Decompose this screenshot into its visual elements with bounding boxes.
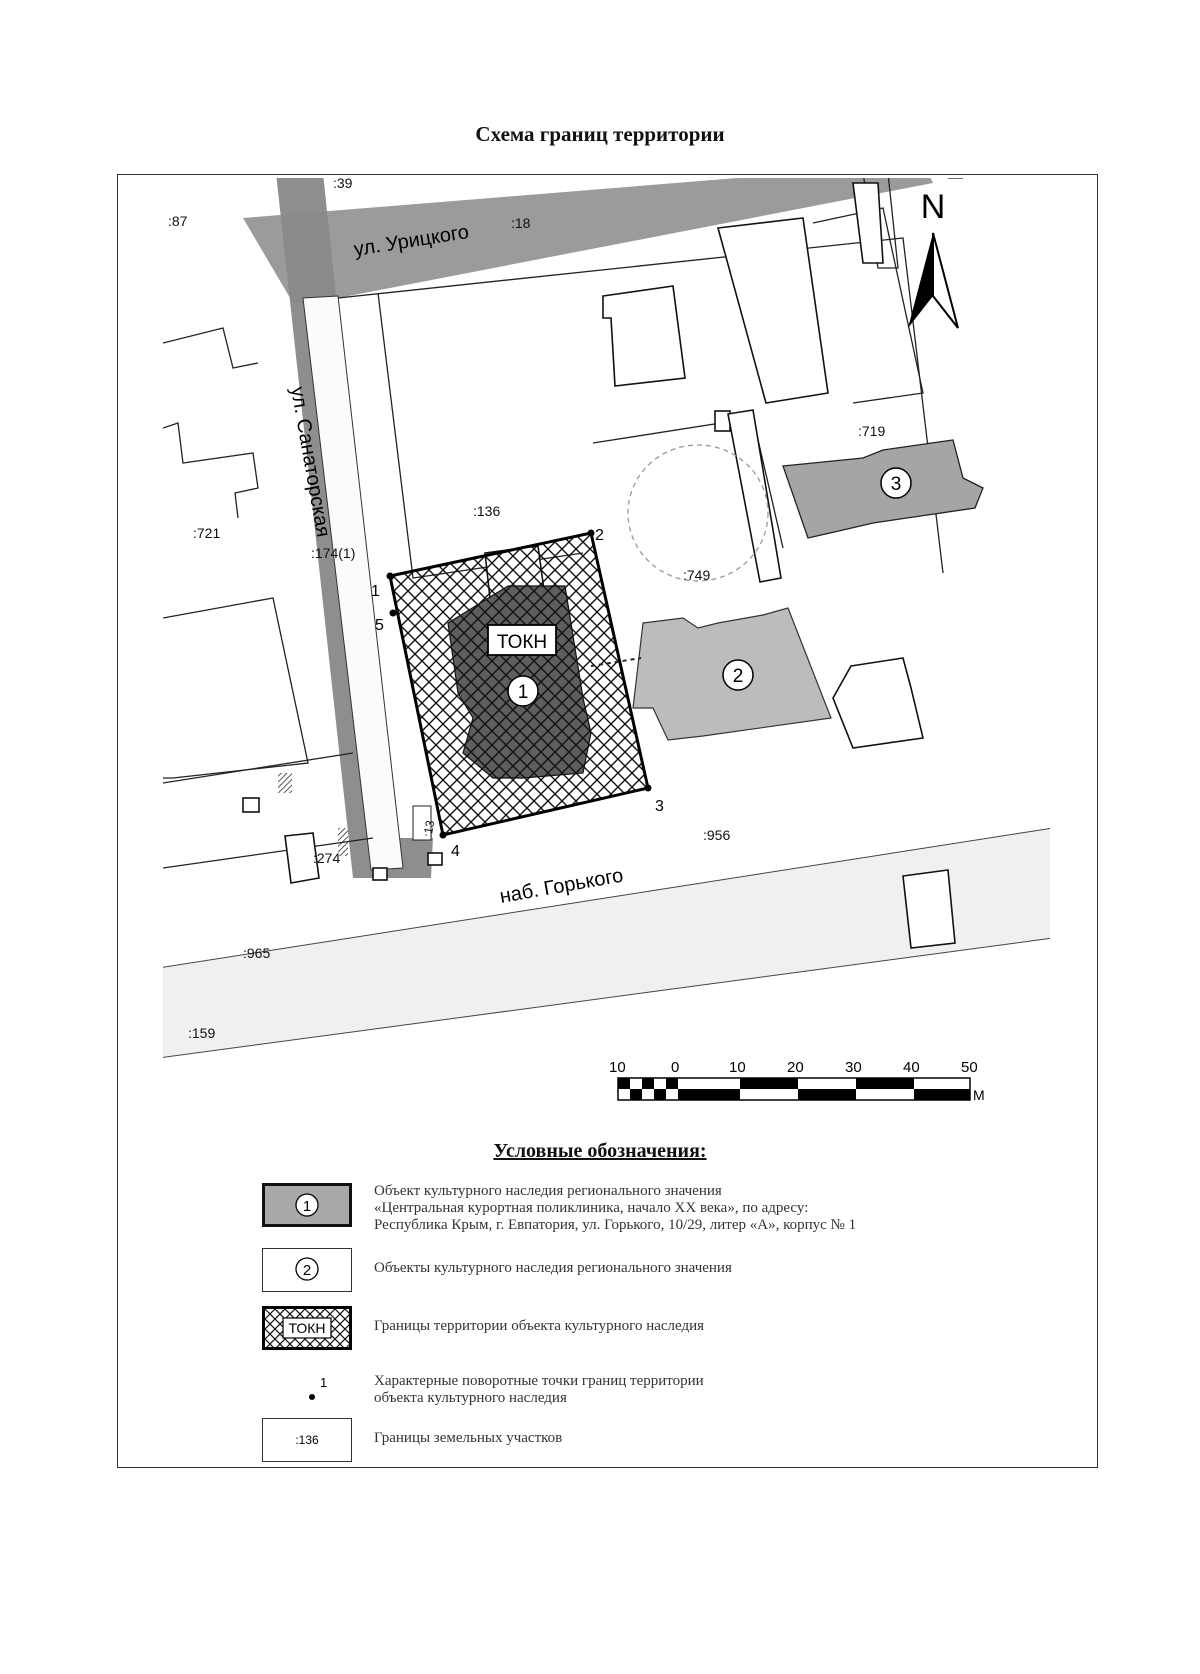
north-arrow: N [908,188,959,329]
tokn-label-box [487,624,557,656]
parcel-label-87: :87 [168,213,188,229]
legend-text: Характерные поворотные точки границ терр… [374,1373,704,1406]
scale-label: 20 [787,1059,804,1076]
scale-label: 30 [845,1059,862,1076]
parcel-label-39: :39 [333,178,353,191]
stripe-marker [278,773,292,793]
point-label-1: 1 [371,583,380,600]
dashed-connector [590,657,642,667]
parcel-label-18: :18 [511,215,531,231]
legend-symbol-object-1: 1 [262,1183,352,1227]
legend-text: Границы территории объекта культурного н… [374,1318,705,1334]
turning-points [386,529,652,839]
parcel-13-box [412,805,432,841]
gorkogo-street-band [163,827,1050,1058]
legend-symbol-object-2: 2 [262,1248,352,1292]
legend-symbol-parcel-text: :136 [295,1433,319,1447]
turning-point-4 [439,831,447,839]
scale-label: 0 [671,1059,679,1076]
legend-text: Объекты культурного наследия регионально… [374,1260,732,1276]
parcel-label-965: :965 [243,945,270,961]
page-title: Схема границ территории [475,122,725,146]
turning-point-5 [389,609,397,617]
legend-symbol-turning-point: 1 [262,1373,352,1417]
sanatorskaya-sidewalk [302,295,404,871]
plaza-outline [627,444,769,582]
legend-symbol-number: 2 [303,1262,311,1279]
scale-label: 10 [609,1059,626,1076]
object-2-marker [722,659,754,691]
turning-point-1 [386,572,394,580]
parcel-label-721: :721 [193,525,220,541]
uritskogo-road [243,178,933,303]
parcel-label-159: :159 [188,1025,215,1041]
scale-unit: M [973,1087,985,1103]
legend-text: Границы земельных участков [374,1430,563,1446]
north-label: N [921,188,946,226]
point-label-3: 3 [655,798,664,815]
legend-title: Условные обозначения: [493,1140,707,1162]
parcel-label-13: :13 [421,819,438,838]
site-map: N ул. Урицкого ул. Санаторская наб. Горь… [163,178,1050,1103]
turning-point-2 [587,529,595,537]
parcel-label-274: :274 [313,850,340,866]
point-label-2: 2 [595,527,604,544]
stripe-marker [338,828,348,856]
parcel-label-956: :956 [703,827,730,843]
scale-label: 40 [903,1059,920,1076]
legend-symbol-tokn: ТОКН [262,1306,352,1350]
point-label-4: 4 [451,843,460,860]
object-3-marker [880,467,912,499]
object-3-number: 3 [891,474,902,495]
legend-text: Объект культурного наследия региональног… [374,1183,857,1233]
turning-point-3 [644,784,652,792]
parcel-label-174: :174(1) [311,545,355,561]
object-1-number: 1 [518,682,529,703]
parcel-label-719: :719 [858,423,885,439]
legend-symbol-number: 1 [320,1375,327,1390]
parcel-label-749: :749 [683,567,710,583]
scale-label: 50 [961,1059,978,1076]
scale-bar: 10 0 10 20 30 40 50 M [609,1059,985,1103]
point-label-5: 5 [375,617,384,634]
object-1-marker [507,675,539,707]
scale-label: 10 [729,1059,746,1076]
object-2-number: 2 [733,666,744,687]
tokn-label: ТОКН [497,632,547,653]
legend-symbol-number: 1 [303,1198,311,1215]
legend-symbol-parcel: :136 [262,1418,352,1462]
map-frame [117,174,1098,1468]
legend-symbol-tokn-text: ТОКН [288,1320,325,1336]
parcel-label-136: :136 [473,503,500,519]
